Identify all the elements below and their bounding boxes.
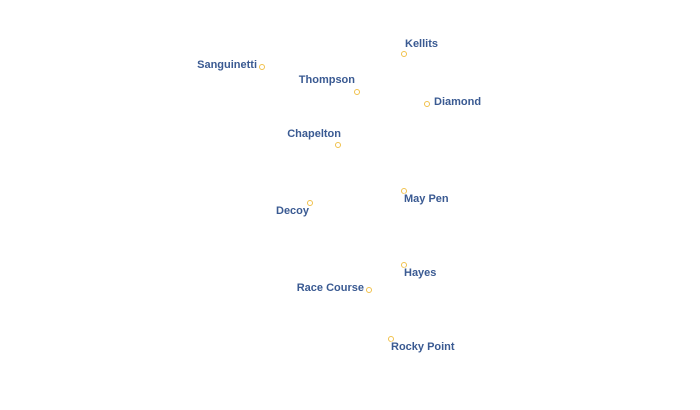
place-label: Chapelton	[287, 128, 341, 140]
place-marker[interactable]	[335, 142, 341, 148]
place-marker[interactable]	[401, 188, 407, 194]
place-label: Diamond	[434, 96, 482, 108]
place-label: Race Course	[296, 282, 364, 294]
place-marker[interactable]	[259, 64, 265, 70]
place-marker[interactable]	[401, 262, 407, 268]
place-marker[interactable]	[307, 200, 313, 206]
place-label: Decoy	[276, 205, 310, 217]
place-marker[interactable]	[401, 51, 407, 57]
place-label: Hayes	[404, 267, 437, 279]
place-label: Sanguinetti	[197, 59, 257, 71]
place-marker[interactable]	[388, 336, 394, 342]
place-label: Kellits	[405, 38, 439, 50]
place-label: Rocky Point	[391, 341, 455, 353]
place-label: May Pen	[404, 193, 449, 205]
place-marker[interactable]	[366, 287, 372, 293]
place-marker[interactable]	[354, 89, 360, 95]
place-label: Thompson	[298, 74, 355, 86]
place-marker[interactable]	[424, 101, 430, 107]
